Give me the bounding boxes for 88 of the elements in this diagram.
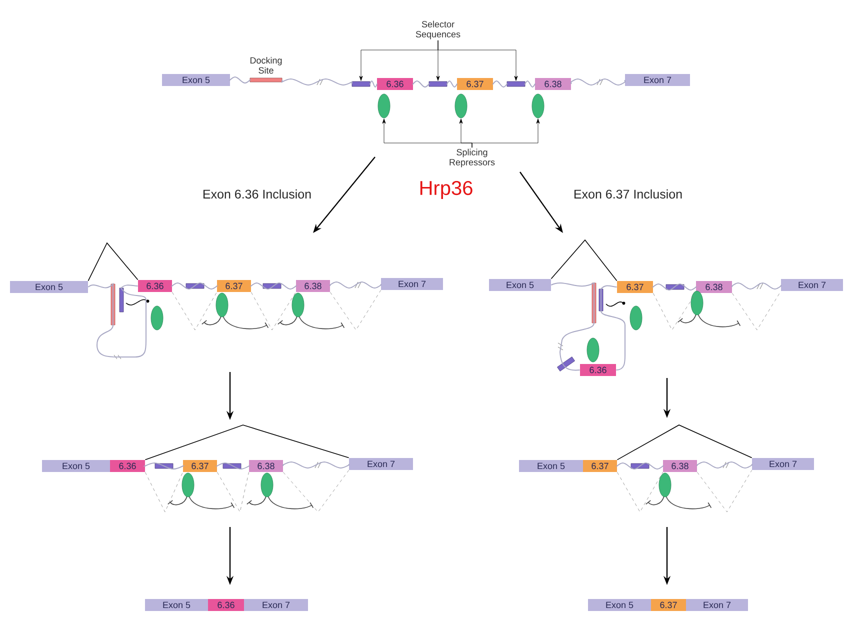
annotation-text: Selector Sequences: [416, 20, 460, 40]
selector-bar: [352, 81, 370, 87]
docking-site-bar: [250, 78, 282, 82]
pathway-label: Exon 6.36 Inclusion: [203, 189, 311, 199]
exon-box: 6.37: [583, 460, 617, 472]
splice-line: [88, 242, 138, 282]
exon-box: 6.38: [249, 460, 283, 472]
intron-line: [250, 282, 296, 290]
exon-box: Exon 7: [625, 74, 690, 86]
intron-line: [216, 462, 250, 470]
exon-box: 6.38: [696, 281, 732, 293]
exon-box: 6.37: [617, 281, 653, 293]
exon-box: Exon 7: [781, 279, 843, 291]
exon-box: 6.36: [138, 280, 172, 292]
repressor-protein: [630, 306, 642, 330]
title: Hrp36: [420, 180, 472, 200]
exon-box: Exon 7: [752, 458, 814, 470]
splice-line: [732, 291, 781, 330]
splice-line: [617, 472, 663, 512]
repressor-protein: [658, 472, 672, 498]
exon-box: Exon 5: [42, 460, 110, 472]
exon-box: 6.38: [296, 280, 330, 292]
intron-line: [412, 80, 430, 88]
pathway-label: Exon 6.37 Inclusion: [574, 189, 682, 199]
annotation-text: Splicing Repressors: [450, 148, 495, 168]
repressor-protein: [260, 472, 274, 498]
exon-box: 6.38: [535, 78, 571, 90]
arrow: [438, 40, 518, 81]
repressor-protein: [216, 292, 228, 318]
exon-box: 6.36: [580, 364, 616, 376]
intron-line: [550, 282, 594, 371]
exon-box: 6.36: [110, 460, 145, 472]
intron-line: [230, 76, 250, 84]
splice-line: [172, 292, 217, 330]
exon-box: 6.37: [457, 78, 493, 90]
exon-box: Exon 7: [244, 599, 308, 611]
intron-line: [570, 78, 626, 86]
exon-box: 6.36: [377, 78, 413, 90]
splice-line: [251, 292, 296, 330]
exon-box: Exon 5: [588, 599, 651, 611]
exon-box: Exon 5: [145, 599, 208, 611]
splice-line: [217, 472, 249, 512]
selector-bar: [506, 81, 526, 87]
repressor-protein: [454, 94, 468, 118]
intron-line: [172, 282, 218, 290]
intron-line: [282, 78, 352, 86]
repressor-protein: [690, 290, 704, 316]
exon-box: Exon 5: [162, 74, 230, 86]
exon-box: 6.38: [663, 460, 697, 472]
arrow: [472, 118, 540, 148]
exon-box: Exon 7: [349, 458, 413, 470]
repressor-protein: [182, 472, 194, 498]
exon-box: Exon 5: [519, 460, 583, 472]
exon-box: 6.37: [183, 460, 217, 472]
repressor-protein: [532, 94, 544, 118]
repressor-protein: [586, 338, 600, 362]
intron-line: [616, 462, 664, 470]
exon-box: Exon 5: [10, 281, 88, 293]
intron-line: [600, 285, 626, 370]
selector-bar: [428, 81, 448, 87]
intron-line: [732, 282, 782, 290]
repressor-protein: [292, 292, 304, 318]
intron-line: [524, 80, 536, 88]
intron-line: [330, 282, 382, 288]
intron-line: [88, 284, 146, 358]
exon-box: 6.37: [651, 599, 686, 611]
repressor-protein: [378, 94, 390, 118]
intron-line: [446, 80, 458, 88]
intron-line: [696, 462, 752, 468]
node-caption: Docking Site: [250, 56, 282, 74]
intron-line: [370, 80, 378, 88]
exon-box: 6.37: [217, 280, 251, 292]
exon-box: Exon 5: [489, 279, 551, 291]
splice-line: [697, 470, 752, 512]
splice-line: [616, 424, 752, 460]
intron-line: [492, 80, 508, 88]
intron-line: [282, 462, 350, 468]
intron-line: [144, 462, 184, 470]
splice-line: [550, 239, 618, 282]
splice-line: [145, 472, 183, 512]
splice-line: [283, 470, 349, 512]
exon-box: Exon 7: [381, 278, 443, 290]
splice-line: [144, 424, 350, 460]
splice-line: [653, 293, 696, 330]
splice-line: [330, 290, 381, 330]
repressor-protein: [150, 306, 164, 330]
exon-box: 6.36: [208, 599, 244, 611]
exon-box: Exon 7: [686, 599, 748, 611]
